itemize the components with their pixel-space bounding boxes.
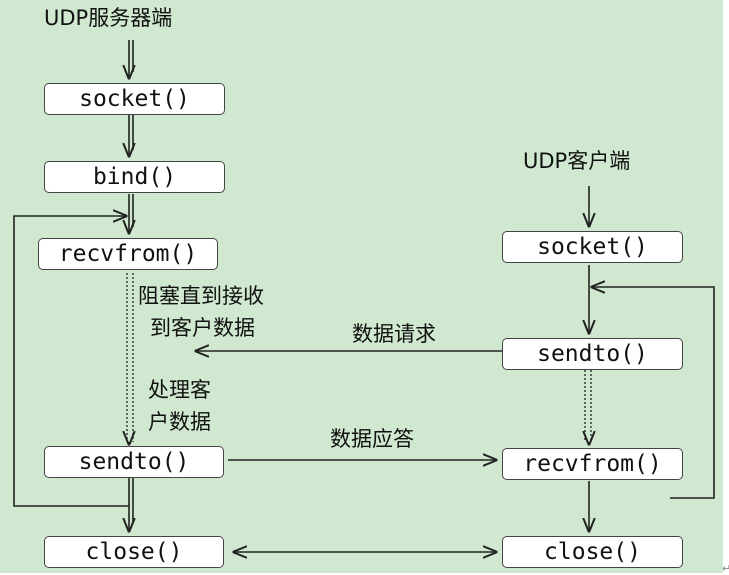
server-recvfrom-box: recvfrom() bbox=[38, 238, 218, 270]
blocking-note-line2: 到客户数据 bbox=[150, 316, 255, 340]
return-mark-icon: ↵ bbox=[722, 562, 729, 575]
client-close-box: close() bbox=[502, 536, 683, 568]
client-recvfrom-box: recvfrom() bbox=[502, 448, 683, 480]
server-bind-box: bind() bbox=[44, 161, 225, 193]
client-loop-back-arrow bbox=[592, 287, 715, 499]
server-sendto-box: sendto() bbox=[44, 446, 224, 478]
data-response-label: 数据应答 bbox=[330, 427, 414, 451]
server-loop-back-arrow bbox=[13, 216, 129, 507]
server-title: UDP服务器端 bbox=[44, 6, 173, 30]
process-note-line1: 处理客 bbox=[148, 378, 211, 402]
client-title: UDP客户端 bbox=[523, 149, 631, 173]
process-note-line2: 户数据 bbox=[148, 410, 211, 434]
data-request-label: 数据请求 bbox=[352, 322, 436, 346]
blocking-note-line1: 阻塞直到接收 bbox=[138, 284, 264, 308]
client-sendto-box: sendto() bbox=[502, 338, 683, 370]
server-socket-box: socket() bbox=[44, 83, 225, 115]
server-close-box: close() bbox=[44, 536, 224, 568]
client-socket-box: socket() bbox=[502, 231, 683, 263]
